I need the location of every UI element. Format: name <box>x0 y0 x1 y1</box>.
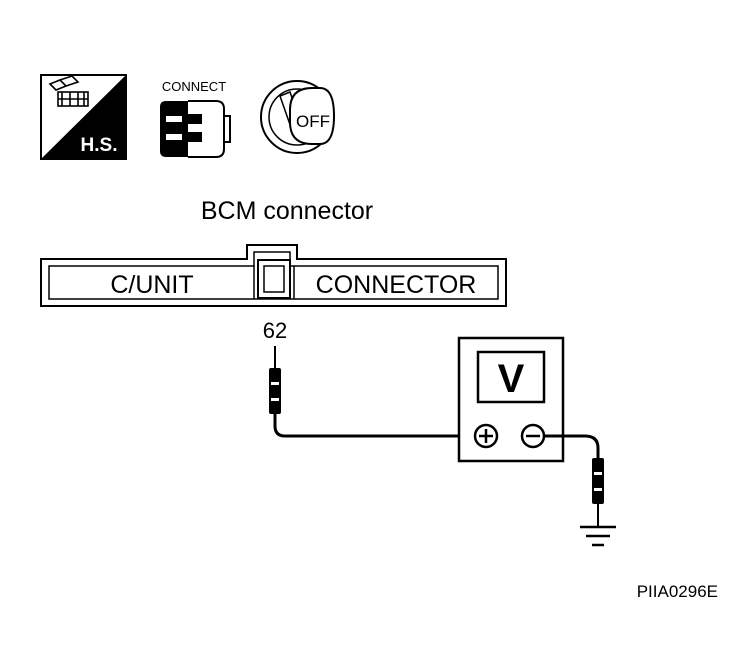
connector-left-label: C/UNIT <box>110 271 193 299</box>
terminal-number: 62 <box>263 318 287 343</box>
voltmeter: V <box>457 336 565 463</box>
positive-terminal-icon <box>473 423 499 449</box>
bcm-connector: C/UNIT CONNECTOR <box>40 244 507 307</box>
voltmeter-label: V <box>498 357 525 401</box>
ground-icon <box>580 525 616 547</box>
connector-sketch-icon <box>48 75 89 107</box>
positive-probe <box>269 346 475 438</box>
connector-title: BCM connector <box>201 197 373 225</box>
negative-terminal-icon <box>520 423 546 449</box>
ignition-key-off-icon: OFF <box>260 80 336 154</box>
figure-code: PIIA0296E <box>637 582 718 601</box>
voltmeter-display <box>476 350 546 404</box>
harness-label: H.S. <box>81 135 118 156</box>
harness-symbol-icon: H.S. <box>40 74 127 160</box>
negative-lead <box>544 434 604 526</box>
connector-right-label: CONNECTOR <box>316 271 477 299</box>
ignition-label: OFF <box>296 112 330 131</box>
connect-icon: CONNECT <box>160 79 231 158</box>
connect-label: CONNECT <box>162 79 226 94</box>
